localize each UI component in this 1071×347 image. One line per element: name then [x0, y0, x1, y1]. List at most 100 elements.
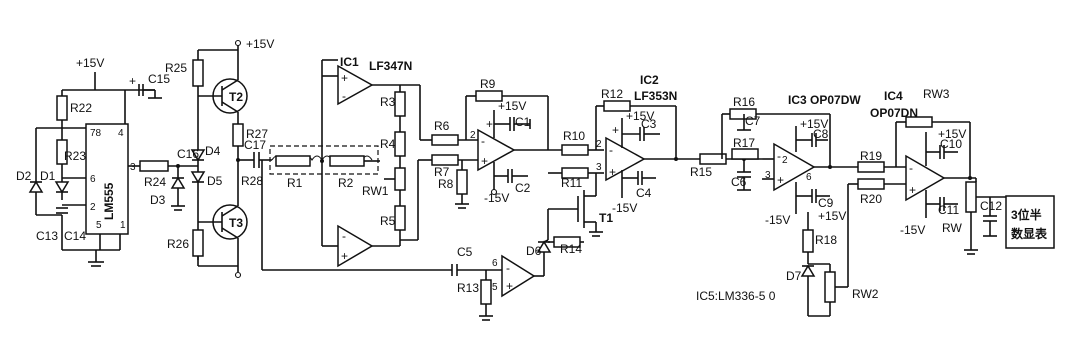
r8-label: R8 [438, 177, 454, 191]
display-line2: 数显表 [1011, 226, 1048, 241]
pin-3: 3 [765, 170, 771, 181]
ic4-label: IC4 [884, 89, 903, 103]
pin-5: 5 [96, 220, 102, 231]
display-line1: 3位半 [1011, 207, 1042, 222]
c14-label: C14 [64, 229, 86, 243]
minus-sign: - [506, 261, 510, 275]
ic1-label: IC1 [340, 55, 359, 69]
r10-label: R10 [563, 129, 585, 143]
ic2-label: IC2 [640, 73, 659, 87]
r3-resistor [394, 91, 406, 117]
pin-5: 5 [492, 282, 498, 293]
rw3-label: RW3 [923, 87, 950, 101]
comparator-opamp [501, 254, 536, 298]
r25-resistor [192, 59, 204, 87]
d3-diode [170, 176, 186, 189]
r6-label: R6 [434, 119, 450, 133]
r5-label: R5 [380, 214, 396, 228]
pin-6: 6 [90, 174, 96, 185]
d5-diode [190, 171, 206, 184]
r19-label: R19 [860, 149, 882, 163]
ic2-opamp [605, 136, 646, 182]
c13-label: C13 [36, 229, 58, 243]
minus-sign: - [909, 161, 913, 175]
supply-label: -15V [612, 201, 637, 215]
pin-6: 6 [806, 172, 812, 183]
pin-2: 2 [782, 155, 788, 166]
r7-resistor [431, 154, 459, 166]
rw3-potentiometer [905, 116, 933, 128]
pin-4: 4 [118, 128, 124, 139]
supply-label: +15V [246, 37, 274, 51]
r5-resistor [394, 205, 406, 231]
d5-label: D5 [207, 174, 223, 188]
minus-sign: - [481, 134, 485, 148]
d7-zener [800, 264, 816, 277]
c4-label: C4 [636, 186, 652, 200]
supply-label: +15V [818, 209, 846, 223]
shield-outline [269, 145, 379, 175]
r15-label: R15 [690, 165, 712, 179]
c10-label: C10 [940, 137, 962, 151]
r28-label: R28 [241, 174, 263, 188]
plus-sign: + [609, 165, 616, 179]
c12-label: C12 [980, 199, 1002, 213]
pin-78: 78 [90, 128, 102, 139]
supply-label: -15V [900, 223, 925, 237]
pin-2: 2 [470, 130, 476, 141]
c16-label: C16 [177, 147, 199, 161]
d2-label: D2 [16, 169, 32, 183]
lm555-chip [85, 123, 129, 235]
r17-label: R17 [733, 136, 755, 150]
plus-sign: + [486, 117, 493, 131]
r2-label: R2 [338, 176, 354, 190]
supply-label: -15V [484, 191, 509, 205]
r16-label: R16 [733, 95, 755, 109]
rw-label: RW [942, 221, 962, 235]
supply-label: +15V [938, 127, 966, 141]
diff-opamp [477, 128, 516, 172]
plus-sign: + [612, 123, 619, 137]
pin-2: 2 [596, 139, 602, 150]
c5-label: C5 [457, 245, 473, 259]
supply-label: +15V [800, 117, 828, 131]
ic4-opamp [905, 154, 946, 202]
supply-label: -15V [765, 213, 790, 227]
digital-display [1005, 195, 1055, 249]
d1-label: D1 [40, 169, 56, 183]
r1-resistor [275, 155, 311, 167]
r4-resistor [394, 131, 406, 157]
ic4-section: R19 R20 IC4 OP07DN RW3 - + +15V C10 [848, 87, 1055, 255]
supply-label: +15V [626, 109, 654, 123]
rw1-label: RW1 [362, 184, 389, 198]
r18-label: R18 [815, 233, 837, 247]
r24-resistor [139, 160, 169, 172]
r2-resistor [329, 155, 365, 167]
rw1-potentiometer [394, 167, 406, 191]
ic3-section: R15 C6 R16 C7 R17 IC3 OP07DW - + 2 3 6 [690, 93, 879, 317]
c6-label: C6 [731, 175, 747, 189]
c15-label: C15 [148, 72, 170, 86]
diff-amp-section: R9 - + 2 +15V + C1 -15V C2 R10 R11 [465, 73, 700, 240]
plus-sign: + [481, 154, 488, 168]
r22-label: R22 [70, 101, 92, 115]
minus-sign: - [777, 149, 781, 163]
ic1-part-label: LF347N [369, 59, 412, 73]
ic1a-opamp [337, 64, 374, 106]
ic5-label: IC5:LM336-5 0 [696, 289, 776, 303]
c9-label: C9 [818, 196, 834, 210]
c7-label: C7 [745, 114, 761, 128]
r19-resistor [857, 161, 885, 173]
pin-2: 2 [90, 202, 96, 213]
pin-3: 3 [130, 162, 136, 173]
r13-label: R13 [457, 281, 479, 295]
r25-label: R25 [165, 61, 187, 75]
plus-sign: + [341, 249, 348, 263]
plus-sign: + [129, 74, 136, 88]
t2-label: T2 [229, 90, 243, 104]
rw2-label: RW2 [852, 287, 879, 301]
sensor-section: R1 R2 + - IC1 LF347N R3 R4 RW1 R5 - + [269, 55, 478, 268]
ic2-part-label: LF353N [634, 89, 677, 103]
r26-label: R26 [167, 237, 189, 251]
